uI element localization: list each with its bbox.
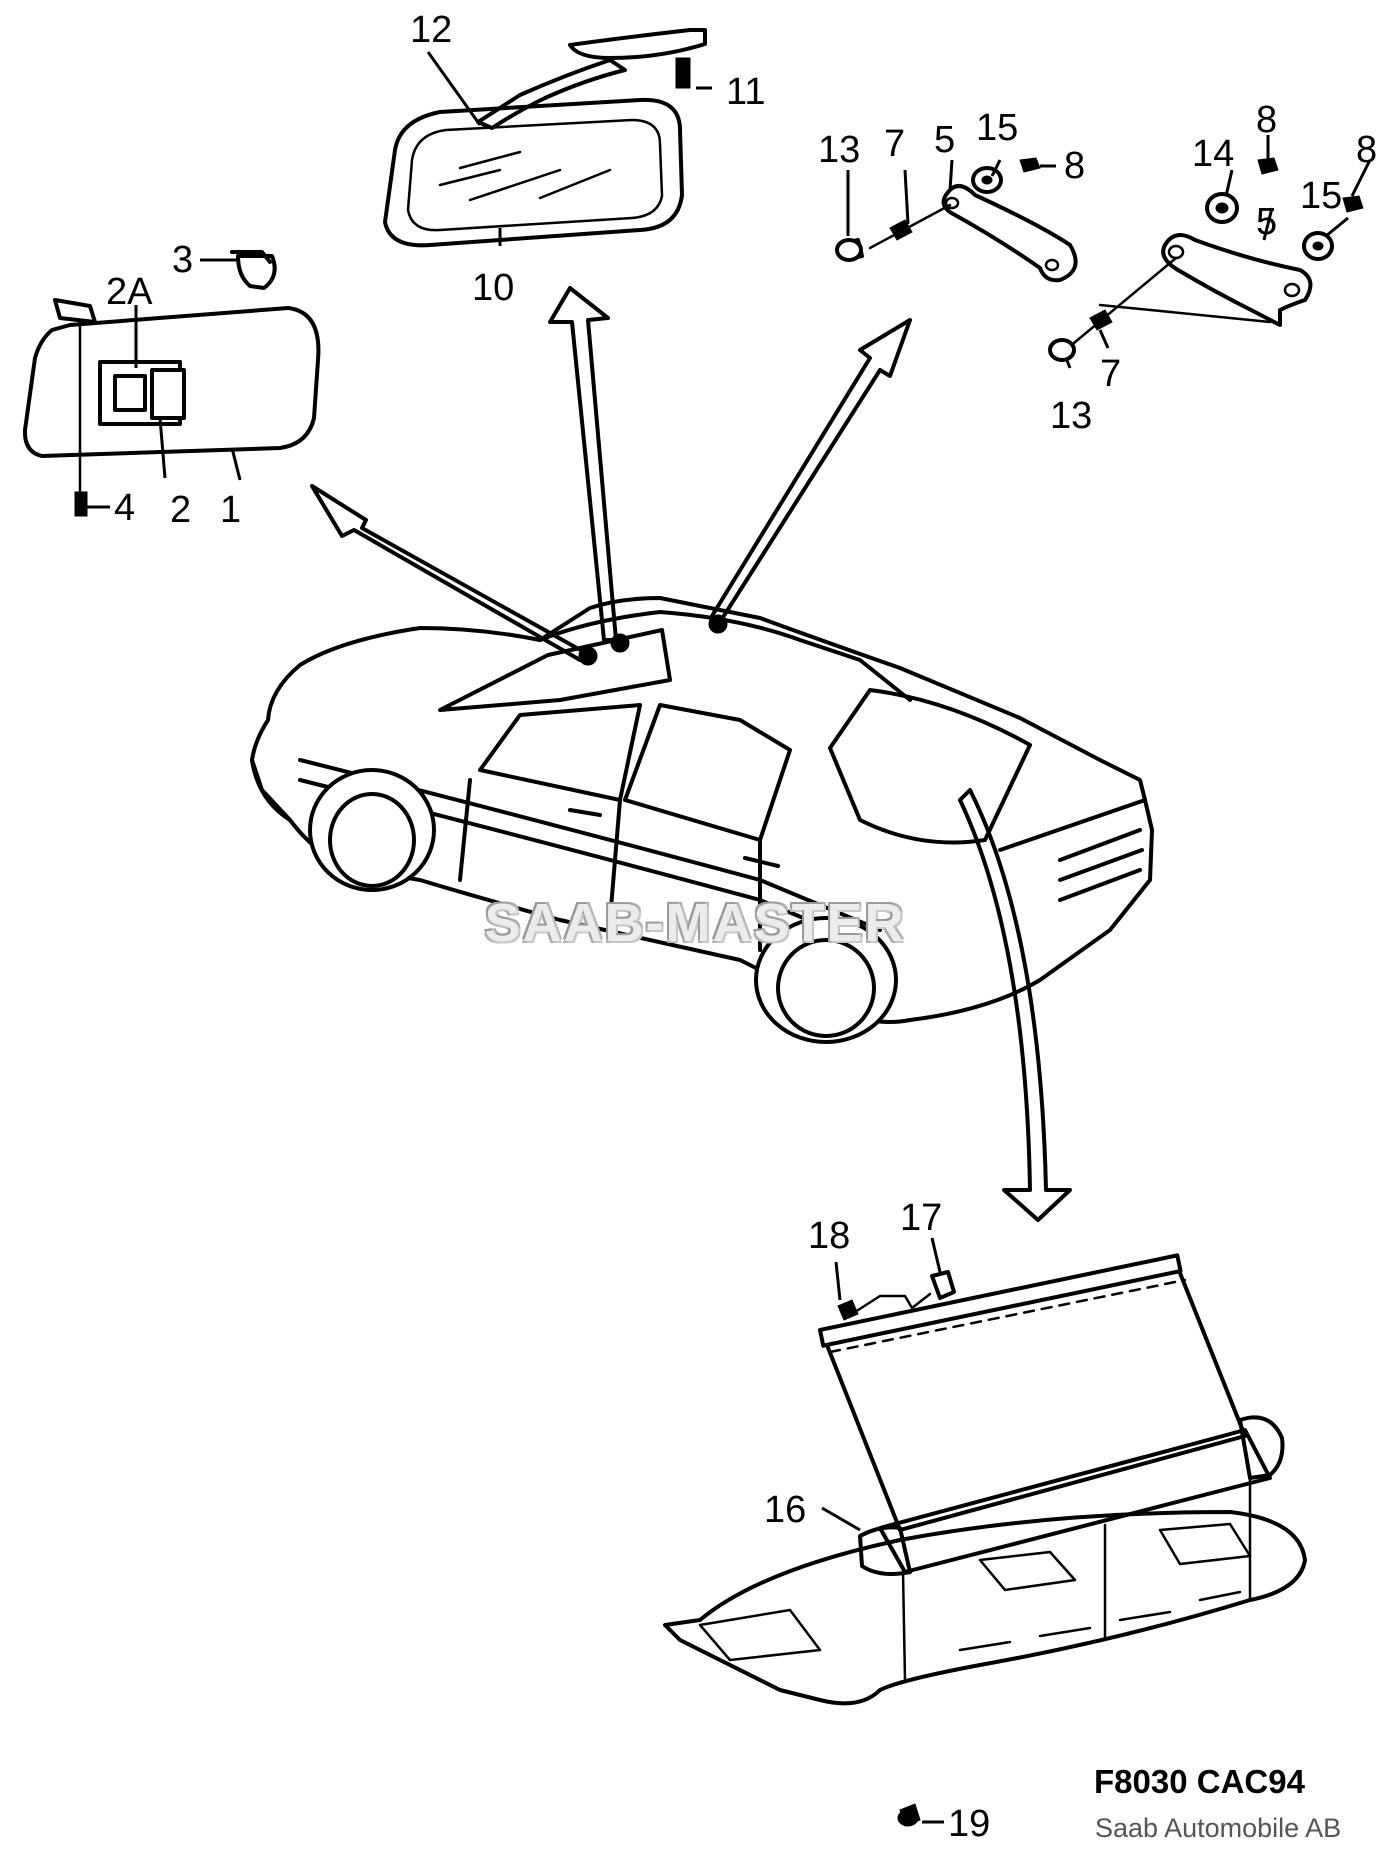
callout-1: 1 — [220, 489, 241, 531]
callout-5-left: 5 — [934, 119, 955, 161]
shelf-vent — [978, 1550, 1077, 1592]
vanity-mirror — [113, 374, 147, 412]
diagram-code: F8030 CAC94 — [1094, 1763, 1305, 1800]
callout-16: 16 — [764, 1489, 806, 1531]
grab-handle-left-assembly — [835, 157, 1078, 283]
arrow-to-handle — [710, 318, 912, 624]
visor-clip — [236, 254, 277, 290]
bracket-wire — [853, 1292, 932, 1314]
callout-7-bottom: 7 — [1100, 353, 1121, 395]
screw — [1089, 309, 1113, 331]
shelf-speaker-left — [698, 1608, 822, 1662]
callout-7-top: 7 — [884, 123, 905, 165]
callout-18: 18 — [808, 1215, 850, 1257]
bracket — [930, 1270, 956, 1300]
callout-10: 10 — [472, 267, 514, 309]
callout-15-left: 15 — [976, 107, 1018, 149]
arrow-to-shelf — [958, 788, 1072, 1222]
callout-4: 4 — [114, 487, 135, 529]
screw — [889, 219, 913, 241]
callout-labels: 1 2 2A 3 4 12 11 10 13 7 5 15 8 14 8 8 1… — [106, 9, 1377, 1845]
cover-cap — [1048, 338, 1076, 362]
grab-handle-right-assembly — [1048, 157, 1364, 362]
grab-handle — [941, 184, 1078, 283]
mirror-cover — [150, 368, 186, 420]
blind-dash — [828, 1278, 1187, 1354]
shelf-speaker-right — [1158, 1522, 1252, 1566]
clip — [1257, 157, 1279, 175]
callout-19: 19 — [948, 1803, 990, 1845]
arrow-to-visor — [310, 484, 586, 662]
callout-17: 17 — [900, 1197, 942, 1239]
callout-13-bottom: 13 — [1050, 395, 1092, 437]
parcel-shelf-assembly — [663, 1253, 1307, 1827]
mirror-housing — [383, 97, 684, 248]
mirror-mount — [568, 28, 707, 60]
rear-view-mirror-assembly — [383, 28, 707, 248]
rear-wheel — [776, 938, 876, 1038]
door-handle — [568, 808, 780, 868]
callout-2a: 2A — [106, 271, 153, 313]
rear-door-window — [623, 703, 792, 842]
callout-13-top: 13 — [818, 129, 860, 171]
front-wheel — [328, 792, 416, 888]
callout-14: 14 — [1192, 133, 1234, 175]
tail-lights — [1058, 828, 1144, 902]
roller-housing — [878, 1428, 1272, 1574]
rear-window — [828, 688, 1032, 845]
sun-visor-assembly — [22, 250, 321, 517]
blind-top-bar — [818, 1253, 1183, 1348]
visor-clip-base — [230, 250, 272, 264]
mirror-glass — [406, 118, 664, 232]
callout-12: 12 — [410, 9, 452, 51]
company-name: Saab Automobile AB — [1095, 1813, 1342, 1843]
callout-8-mid: 8 — [1256, 99, 1277, 141]
callout-11: 11 — [726, 71, 765, 113]
cover-cap — [835, 238, 863, 262]
windshield — [438, 628, 672, 712]
screw — [837, 1299, 859, 1321]
watermark: SAAB-MASTER — [484, 893, 906, 953]
car-illustration — [250, 596, 1154, 1044]
visor-hinge — [53, 298, 97, 324]
trunk-line — [998, 798, 1147, 852]
visor-screw — [74, 491, 88, 517]
roller-end-cap-right — [1238, 1415, 1285, 1480]
callout-15-right: 15 — [1300, 175, 1342, 217]
callout-3: 3 — [172, 239, 193, 281]
sun-visor — [22, 306, 321, 458]
mirror-screw — [675, 57, 691, 89]
clip — [1019, 157, 1041, 173]
roller-blind — [823, 1266, 1247, 1532]
car-roof — [538, 610, 912, 702]
parcel-shelf — [663, 1510, 1307, 1706]
leader-lines — [86, 51, 1372, 1824]
clip — [1342, 195, 1364, 213]
callout-8-left: 8 — [1064, 145, 1085, 187]
grab-handle — [1161, 233, 1313, 327]
callout-8-right: 8 — [1356, 129, 1377, 171]
mirror-arm — [476, 58, 627, 130]
grab-handle-hole — [944, 196, 960, 210]
grab-handle-hole — [1044, 258, 1060, 272]
shelf-slots — [958, 1590, 1242, 1652]
fastener-head — [897, 1809, 919, 1827]
callout-5-right: 5 — [1256, 201, 1277, 243]
roller-end-cap-left — [858, 1525, 912, 1576]
callout-2: 2 — [170, 489, 191, 531]
mount-point — [610, 633, 630, 653]
front-bumper — [250, 758, 292, 822]
arrow-to-mirror — [548, 286, 618, 642]
front-door-window — [478, 703, 642, 802]
locator-arrows — [310, 286, 1072, 1222]
